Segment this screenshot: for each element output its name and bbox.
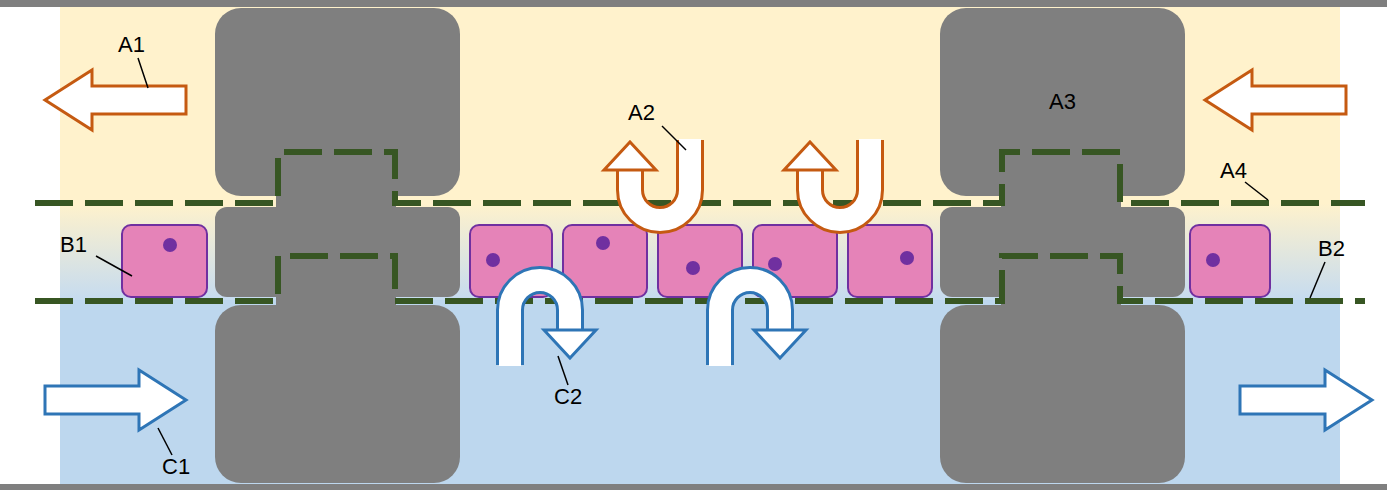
callout-label: A1 [118,34,145,56]
post-block: A3 [940,8,1185,196]
callout-label: A4 [1220,160,1247,182]
callout-label: A3 [1049,91,1076,113]
callout-label: B1 [60,234,87,256]
callout-label: B2 [1318,238,1345,260]
callout-label: C2 [554,386,582,408]
callout-label: A2 [628,102,655,124]
callout-label: C1 [162,456,190,478]
